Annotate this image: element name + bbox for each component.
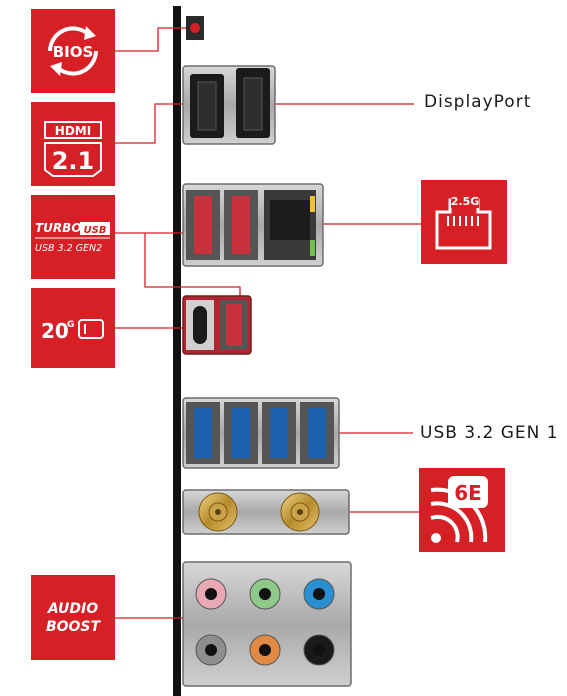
turbo-usb-badge: TURBO USB USB 3.2 GEN2 xyxy=(31,195,115,279)
wifi-antenna-block xyxy=(182,489,350,535)
io-bracket xyxy=(173,6,181,696)
bios-badge-text: BIOS xyxy=(53,43,94,61)
usbc-superscript-text: G xyxy=(67,320,74,330)
audio-jack-5 xyxy=(249,634,281,666)
antenna-connector-1 xyxy=(198,492,238,532)
antenna-connector-2 xyxy=(280,492,320,532)
usbc-20g-badge: 20 G xyxy=(31,288,115,368)
audio-jack-4 xyxy=(195,634,227,666)
usb-gen1-port-2 xyxy=(224,402,258,464)
usbc-speed-text: 20 xyxy=(41,319,69,343)
hdmi-version-text: 2.1 xyxy=(52,147,95,175)
usb-gen2-port-1 xyxy=(186,190,220,260)
lan-speed-text: 2.5G xyxy=(451,195,480,208)
usb-mark-text: USB xyxy=(84,225,107,236)
audio-boost-badge: AUDIO BOOST xyxy=(31,575,115,660)
turbo-text: TURBO xyxy=(35,221,82,235)
video-ports xyxy=(182,65,276,145)
usb-gen1-port-4 xyxy=(300,402,334,464)
usb-gen1-block xyxy=(182,397,340,469)
usb-gen2-text: USB 3.2 GEN2 xyxy=(35,243,102,254)
wifi-6e-badge: 6E xyxy=(419,468,505,552)
wifi-6e-text: 6E xyxy=(454,481,482,505)
usb-gen1-port-3 xyxy=(262,402,296,464)
usb-lan-block xyxy=(182,183,324,267)
bios-flashback-button xyxy=(186,16,204,40)
displayport-port xyxy=(236,68,270,138)
hdmi-badge: HDMI 2.1 xyxy=(31,102,115,186)
hdmi-logo-text: HDMI xyxy=(55,124,91,138)
audio-jack-6 xyxy=(303,634,335,666)
audio-block xyxy=(182,561,352,687)
audio-line2-text: BOOST xyxy=(46,619,102,635)
bios-badge: BIOS xyxy=(31,9,115,93)
usb-gen2-port-2 xyxy=(224,190,258,260)
usbc-block xyxy=(182,295,252,355)
audio-jack-1 xyxy=(195,578,227,610)
displayport-label: DisplayPort xyxy=(424,92,532,112)
hdmi-port xyxy=(190,74,224,138)
usb-gen2-port-3 xyxy=(220,300,248,350)
usb-gen1-label: USB 3.2 GEN 1 xyxy=(420,423,559,443)
usb-c-port xyxy=(186,300,214,350)
audio-jack-2 xyxy=(249,578,281,610)
usb-gen1-port-1 xyxy=(186,402,220,464)
connector-lines xyxy=(115,27,421,619)
lan-port xyxy=(264,190,316,260)
lan-2-5g-badge: 2.5G xyxy=(421,180,507,264)
audio-jack-3 xyxy=(303,578,335,610)
audio-line1-text: AUDIO xyxy=(47,601,98,617)
